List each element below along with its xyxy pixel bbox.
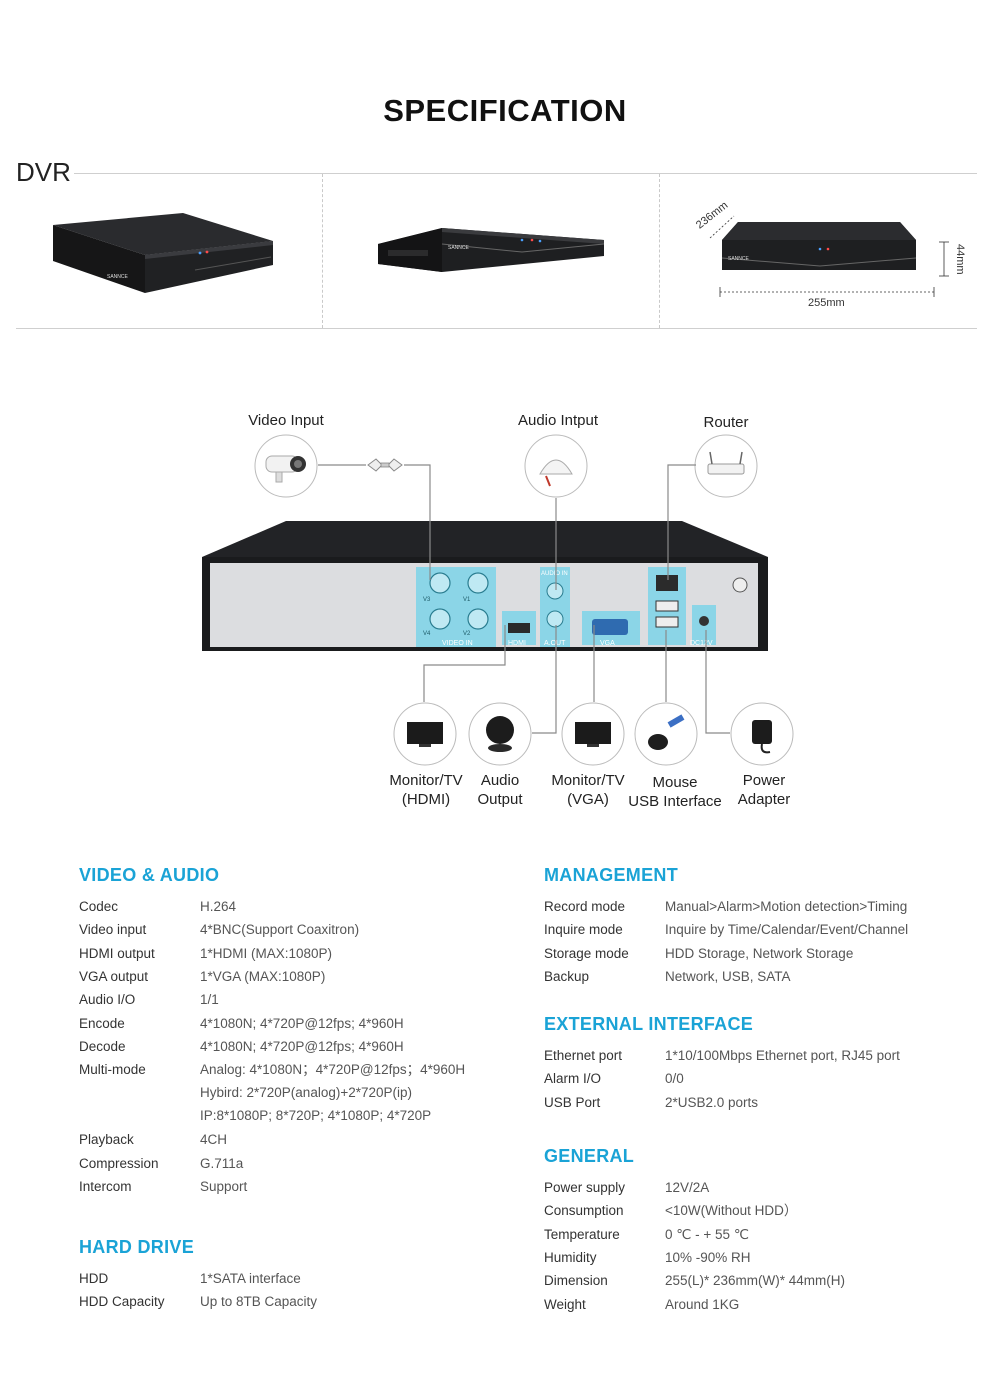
multi-mode-ip-value: IP:8*1080P; 8*720P; 4*1080P; 4*720P bbox=[200, 1108, 432, 1123]
brand-text: SANNCE bbox=[448, 245, 470, 251]
channel-label-v2: V2 bbox=[463, 631, 471, 637]
dvr-column-divider bbox=[322, 174, 323, 328]
mouse-usb-icon bbox=[634, 702, 698, 766]
page-title: SPECIFICATION bbox=[383, 93, 627, 128]
monitor-vga-icon bbox=[561, 702, 625, 766]
dvr-column-divider bbox=[659, 174, 660, 328]
channel-label-v4: V4 bbox=[423, 631, 431, 637]
connection-lines bbox=[318, 464, 730, 734]
video-input-label: Video Input bbox=[248, 412, 324, 429]
audio-output-label: Audio Output bbox=[477, 772, 523, 808]
channel-label-v3: V3 bbox=[423, 597, 431, 603]
power-adapter-label: Power Adapter bbox=[737, 772, 791, 808]
dc-port-label: DC12V bbox=[690, 640, 713, 647]
dvr-front-view-image: SANNCE bbox=[378, 228, 605, 272]
power-adapter-icon bbox=[730, 702, 794, 766]
microphone-icon bbox=[524, 434, 588, 498]
dvr-top-divider bbox=[74, 173, 977, 174]
video-audio-title: VIDEO & AUDIO bbox=[79, 865, 220, 885]
brand-text: SANNCE bbox=[728, 256, 750, 262]
general-title: GENERAL bbox=[544, 1146, 635, 1166]
hdmi-port-label: HDMI bbox=[508, 640, 526, 647]
video-in-port-label: VIDEO IN bbox=[442, 640, 473, 647]
dvr-back-panel bbox=[202, 521, 768, 651]
router-label: Router bbox=[703, 414, 749, 431]
vga-port-label: VGA bbox=[600, 640, 615, 647]
width-dimension-label: 255mm bbox=[808, 297, 845, 309]
monitor-vga-label: Monitor/TV (VGA) bbox=[551, 772, 625, 808]
dvr-bottom-divider bbox=[16, 328, 977, 329]
camera-icon bbox=[254, 434, 318, 498]
management-title: MANAGEMENT bbox=[544, 865, 678, 885]
mouse-usb-label: Mouse USB Interface bbox=[628, 774, 722, 810]
monitor-hdmi-label: Monitor/TV (HDMI) bbox=[389, 772, 463, 808]
router-icon bbox=[694, 434, 758, 498]
dvr-angled-view-image: SANNCE bbox=[53, 213, 273, 293]
channel-label-v1: V1 bbox=[463, 597, 471, 603]
speaker-icon bbox=[468, 702, 532, 766]
brand-text: SANNCE bbox=[107, 274, 129, 280]
multi-mode-hybrid-value: Hybird: 2*720P(analog)+2*720P(ip) bbox=[200, 1085, 413, 1100]
external-interface-title: EXTERNAL INTERFACE bbox=[544, 1014, 754, 1034]
audio-in-port-label: AUDIO IN bbox=[541, 571, 568, 577]
monitor-hdmi-icon bbox=[393, 702, 457, 766]
audio-input-label: Audio Intput bbox=[517, 412, 599, 429]
audio-out-port-label: A.OUT bbox=[544, 640, 566, 647]
dvr-dimension-view-image: SANNCE bbox=[709, 215, 949, 297]
dvr-label: DVR bbox=[16, 157, 71, 187]
bnc-connector-icon bbox=[367, 458, 403, 472]
hard-drive-title: HARD DRIVE bbox=[79, 1237, 195, 1257]
